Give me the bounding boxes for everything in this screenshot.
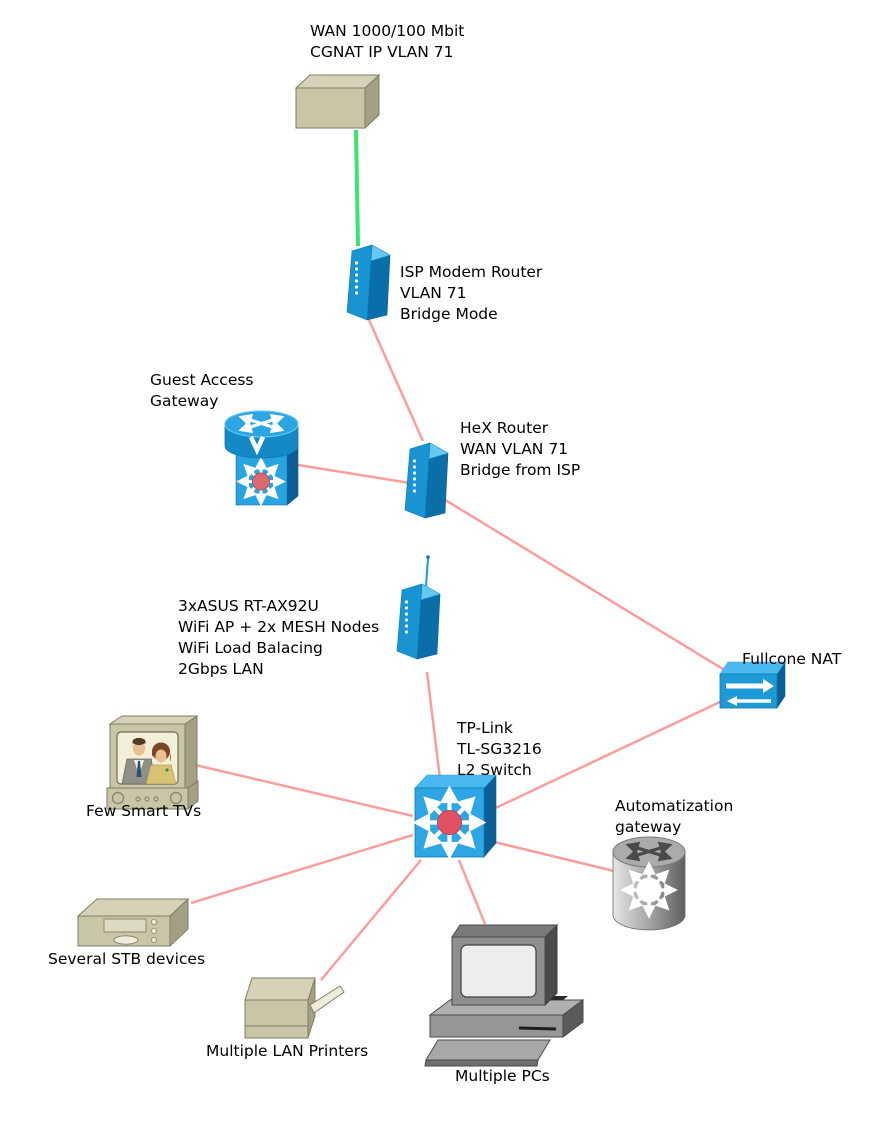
connection-l2-switch-smart-tvs: [190, 762, 414, 818]
guest-gateway-icon: [224, 410, 299, 507]
antenna-icon: [425, 557, 429, 587]
isp-modem-icon: [346, 244, 391, 321]
connection-l2-switch-stb-devices: [190, 833, 414, 905]
label-line: HeX Router: [460, 419, 549, 437]
label-line: Guest Access: [150, 371, 254, 389]
router-crossed-arrows: [238, 413, 285, 434]
label-line: WAN 1000/100 Mbit: [310, 22, 465, 40]
l2-switch-icon: [412, 774, 497, 860]
connection-l2-switch-pcs: [457, 859, 487, 925]
hex-router-icon: [404, 442, 449, 519]
label-line: Gateway: [150, 392, 219, 410]
lan-printers-label: Multiple LAN Printers: [206, 1041, 368, 1062]
fullcone-nat-icon: [719, 661, 786, 709]
connection-wan-isp-modem: [354, 129, 360, 247]
label-line: TP-Link: [457, 719, 513, 737]
connection-wifi-ap-l2-switch: [425, 671, 443, 788]
label-line: TL-SG3216: [457, 740, 542, 758]
wan-label: WAN 1000/100 Mbit CGNAT IP VLAN 71: [310, 21, 464, 63]
pc-keyboard: [425, 1039, 551, 1061]
wifi-ap-icon: [396, 555, 441, 660]
label-line: WiFi AP + 2x MESH Nodes: [178, 618, 380, 636]
label-line: Automatization: [615, 797, 734, 815]
label-line: ISP Modem Router: [400, 263, 543, 281]
guest-gateway-label: Guest Access Gateway: [150, 370, 254, 412]
label-line: CGNAT IP VLAN 71: [310, 43, 454, 61]
label-line: WAN VLAN 71: [460, 440, 569, 458]
connection-hex-router-fullcone-nat: [436, 493, 737, 679]
printer-paper: [309, 985, 345, 1014]
label-line: Bridge Mode: [400, 305, 498, 323]
switch-hub-circle: [437, 810, 462, 835]
pc-system-unit: [429, 1014, 564, 1038]
tv-control-panel: [106, 787, 189, 810]
label-line: L2 Switch: [457, 761, 532, 779]
label-line: WiFi Load Balacing: [178, 639, 323, 657]
connection-guest-gateway-hex-router: [291, 462, 411, 485]
router-crossed-arrows: [625, 841, 673, 862]
connection-l2-switch-automatization-gateway: [485, 838, 615, 873]
label-line: Multiple PCs: [455, 1067, 550, 1085]
automatization-gateway-icon: [612, 836, 686, 931]
connections: [190, 129, 737, 981]
stb-devices-label: Several STB devices: [48, 949, 205, 970]
stb-display: [103, 918, 147, 933]
fullcone-nat-label: Fullcone NAT: [742, 649, 841, 670]
automatization-gateway-label: Automatization gateway: [615, 796, 733, 838]
smart-tv-icon: [106, 715, 199, 811]
l2-switch-label: TP-Link TL-SG3216 L2 Switch: [457, 718, 542, 781]
label-line: Fullcone NAT: [742, 650, 842, 668]
label-line: 2Gbps LAN: [178, 660, 264, 678]
nat-arrows: [726, 679, 774, 706]
connection-l2-switch-lan-printers: [320, 859, 422, 981]
label-line: Bridge from ISP: [460, 461, 581, 479]
label-line: Several STB devices: [48, 950, 206, 968]
wan-box-icon: [294, 73, 381, 130]
connection-fullcone-nat-l2-switch: [486, 699, 723, 814]
set-top-box-icon: [76, 897, 190, 948]
smart-tvs-label: Few Smart TVs: [86, 801, 201, 822]
gateway-hub-circle: [636, 877, 662, 903]
desktop-pc-icon: [424, 923, 585, 1067]
label-line: Few Smart TVs: [86, 802, 202, 820]
pc-screen: [460, 944, 537, 998]
pcs-label: Multiple PCs: [455, 1066, 550, 1087]
label-line: 3xASUS RT-AX92U: [178, 597, 319, 615]
switch-hub-circle: [252, 472, 270, 491]
label-line: Multiple LAN Printers: [206, 1042, 369, 1060]
down-chevron-icon: [248, 436, 266, 456]
label-line: VLAN 71: [400, 284, 467, 302]
gateway-star-arrows: [620, 861, 678, 919]
wifi-ap-label: 3xASUS RT-AX92U WiFi AP + 2x MESH Nodes …: [178, 596, 379, 680]
hex-router-label: HeX Router WAN VLAN 71 Bridge from ISP: [460, 418, 580, 481]
label-line: gateway: [615, 818, 682, 836]
connection-isp-modem-hex-router: [367, 319, 425, 442]
printer-icon: [244, 977, 345, 1039]
tv-picture-people: [121, 737, 177, 784]
isp-modem-label: ISP Modem Router VLAN 71 Bridge Mode: [400, 262, 542, 325]
